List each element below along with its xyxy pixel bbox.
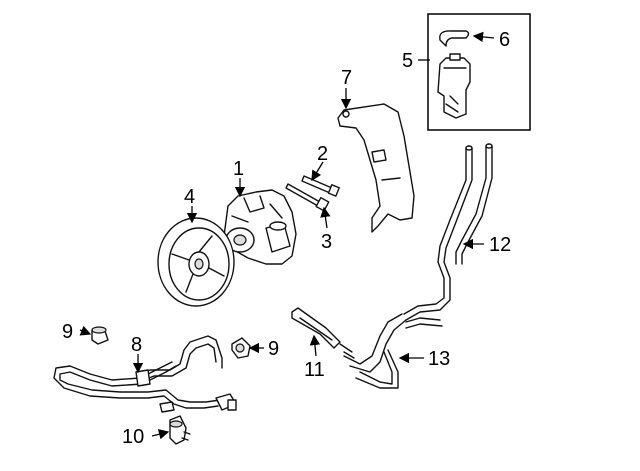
callout-1: 1	[233, 158, 244, 180]
callout-5: 5	[402, 50, 413, 72]
callout-3: 3	[321, 231, 332, 253]
leader-lines	[79, 31, 495, 440]
return-hose-12	[403, 143, 493, 321]
callout-8: 8	[131, 334, 142, 356]
tube-11	[291, 307, 341, 349]
callout-4: 4	[184, 186, 195, 208]
pulley	[157, 217, 235, 307]
reservoir-box-frame	[427, 13, 531, 131]
callout-7: 7	[341, 67, 352, 89]
callout-9-left: 9	[62, 321, 73, 343]
callout-2: 2	[317, 143, 328, 165]
reservoir-assembly	[427, 13, 531, 131]
sensor-10	[169, 415, 191, 445]
reservoir-cap	[439, 30, 470, 47]
mounting-bracket	[337, 103, 415, 233]
callout-10: 10	[122, 426, 144, 448]
pressure-hose-13	[339, 313, 443, 389]
callout-6: 6	[499, 29, 510, 51]
caps-9	[91, 326, 251, 359]
power-steering-pump	[223, 189, 297, 265]
callout-11: 11	[304, 359, 325, 381]
bolts	[285, 175, 340, 212]
hose-8	[53, 335, 237, 413]
reservoir-body	[437, 57, 471, 119]
callout-12: 12	[489, 234, 511, 256]
callout-9-right: 9	[268, 338, 279, 360]
callout-13: 13	[428, 348, 450, 370]
